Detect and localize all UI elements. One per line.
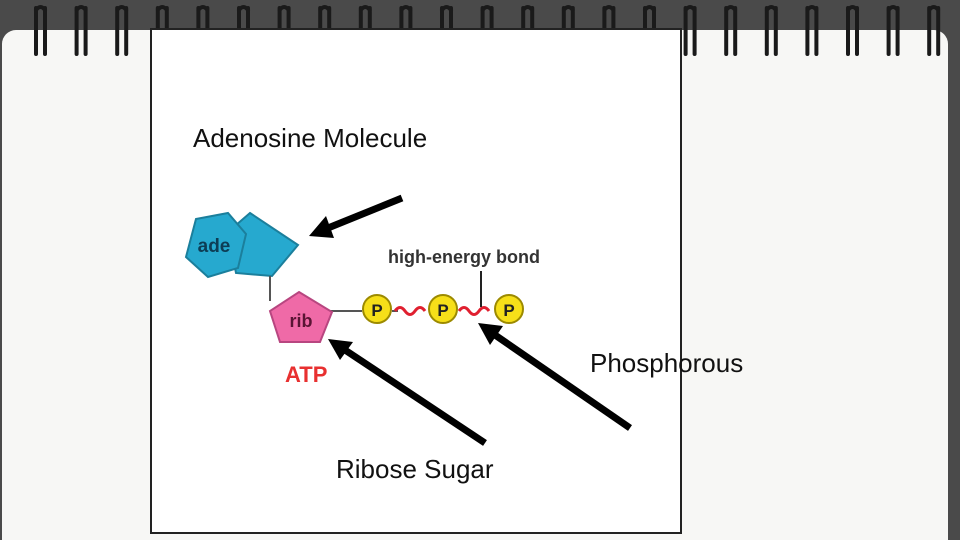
phosphate-2 bbox=[428, 294, 458, 324]
high-energy-bond-1 bbox=[393, 306, 427, 316]
phosphate-2-label: P bbox=[437, 301, 448, 320]
phosphate-1-label: P bbox=[371, 301, 382, 320]
ribose-label: rib bbox=[289, 311, 312, 331]
spiral-ring bbox=[683, 5, 697, 56]
diagram-panel bbox=[150, 28, 682, 534]
phosphate-3 bbox=[494, 294, 524, 324]
phosphorous-caption: Phosphorous bbox=[590, 348, 744, 378]
spiral-ring bbox=[927, 5, 941, 56]
adenine-hexagon bbox=[184, 211, 248, 279]
spiral-ring bbox=[764, 5, 778, 56]
spiral-ring bbox=[115, 5, 129, 56]
phosphate-3-label: P bbox=[503, 301, 514, 320]
ribose-caption: Ribose Sugar bbox=[336, 454, 494, 484]
phosphate-1 bbox=[362, 294, 392, 324]
spiral-ring bbox=[886, 5, 900, 56]
spiral-ring bbox=[34, 5, 47, 56]
adenosine-caption: Adenosine Molecule bbox=[193, 123, 428, 153]
high-energy-bond-2 bbox=[457, 306, 491, 316]
arrow-phosphorous bbox=[478, 323, 632, 431]
spiral-ring bbox=[724, 5, 738, 56]
adenine-label: ade bbox=[198, 236, 231, 257]
bond-label: high-energy bond bbox=[388, 247, 540, 267]
spiral-ring bbox=[846, 5, 859, 56]
spiral-ring bbox=[74, 5, 88, 56]
arrow-adenosine bbox=[309, 194, 404, 238]
ribose-pentagon bbox=[268, 290, 334, 343]
arrow-ribose bbox=[328, 339, 487, 446]
spiral-ring bbox=[805, 5, 819, 56]
atp-label: ATP bbox=[285, 362, 327, 387]
